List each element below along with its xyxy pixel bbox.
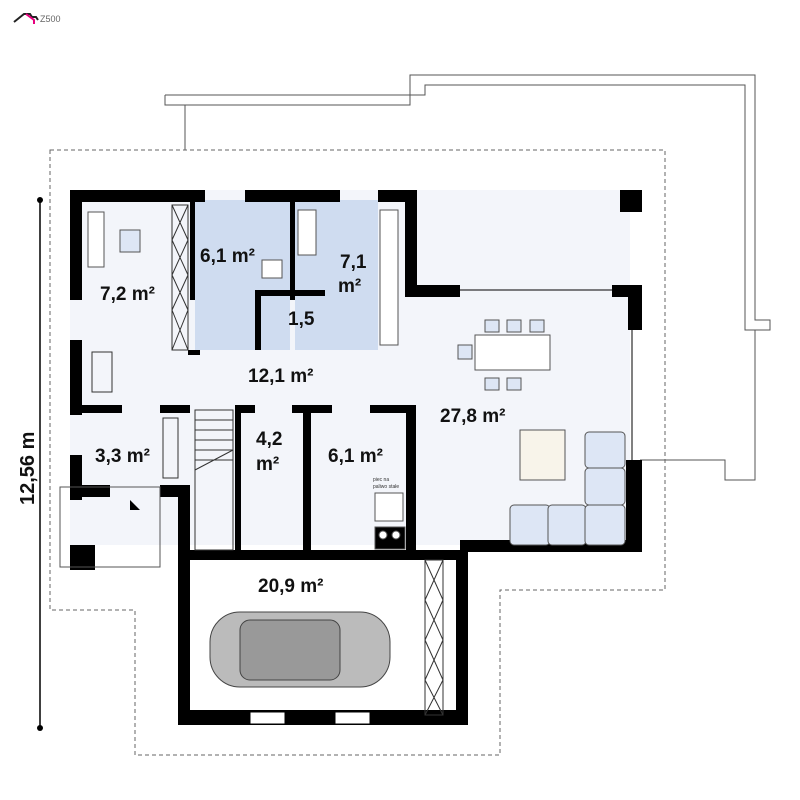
car <box>209 611 391 688</box>
boiler-label-1: piec na <box>373 477 389 483</box>
room-storage-area-2: m² <box>256 454 279 475</box>
wardrobes <box>91 204 444 716</box>
dimension-label: 12,56 m <box>17 432 39 505</box>
room-living-area: 27,8 m² <box>440 406 505 427</box>
walls <box>70 190 642 725</box>
stairs <box>194 409 234 551</box>
logo-text: Z500 <box>40 14 61 24</box>
room-bathroom-area: 6,1 m² <box>200 246 255 267</box>
boiler-label-2: paliwo stałe <box>373 484 399 490</box>
room-garage-area: 20,9 m² <box>258 576 323 597</box>
room-kitchen-area-2: m² <box>338 276 361 297</box>
windows <box>249 289 633 725</box>
room-kitchen-area-1: 7,1 <box>340 252 367 273</box>
room-vestibule-area: 3,3 m² <box>95 446 150 467</box>
z500-logo: Z500 <box>13 13 61 24</box>
room-hall-area: 12,1 m² <box>248 366 313 387</box>
furniture <box>87 209 626 550</box>
dimension-line: 12,56 m <box>17 197 43 731</box>
room-boiler-area: 6,1 m² <box>328 446 383 467</box>
entrance <box>59 486 161 568</box>
room-storage-area-1: 4,2 <box>256 429 282 450</box>
room-wc-area: 1,5 <box>288 309 315 330</box>
terrace-outline <box>164 74 771 481</box>
room-office-area: 7,2 m² <box>100 284 155 305</box>
